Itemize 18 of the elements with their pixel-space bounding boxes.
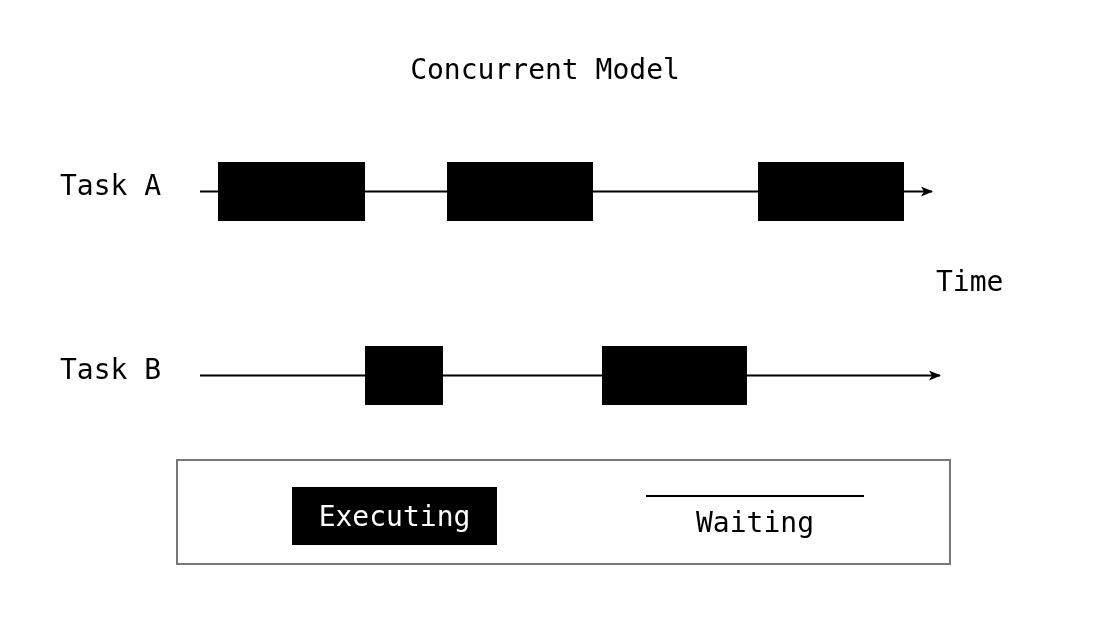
task-label: Task A [60, 172, 162, 200]
waiting-line [592, 190, 759, 193]
timeline-arrow [746, 370, 941, 381]
task-label: Task B [60, 356, 162, 384]
diagram-title: Concurrent Model [409, 56, 681, 84]
waiting-line [199, 374, 366, 377]
legend-label: Waiting [695, 509, 815, 537]
waiting-line [199, 190, 219, 193]
execution-bar [365, 346, 443, 405]
execution-bar [218, 162, 365, 221]
waiting-line [364, 190, 448, 193]
execution-bar [447, 162, 593, 221]
execution-bar [602, 346, 747, 405]
timeline-arrow [903, 186, 933, 197]
execution-bar [758, 162, 904, 221]
axis-label: Time [936, 268, 1004, 296]
legend-label: Executing [318, 499, 471, 533]
waiting-line [442, 374, 603, 377]
